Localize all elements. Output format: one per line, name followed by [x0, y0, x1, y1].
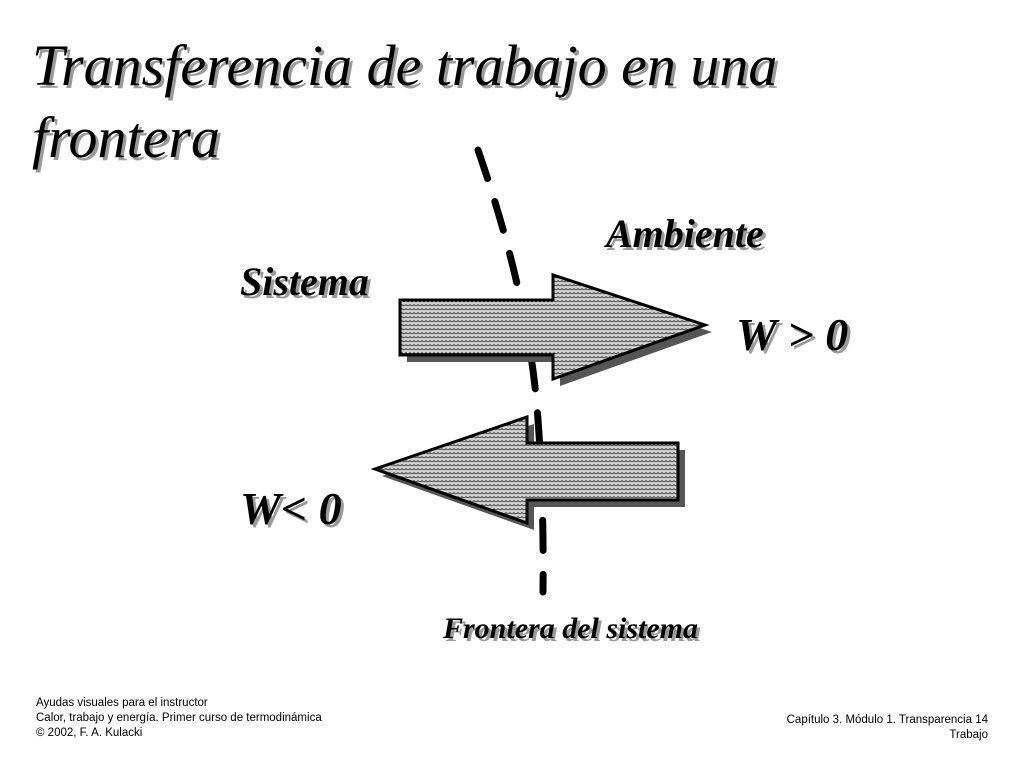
- work-positive-label: W > 0: [736, 309, 849, 360]
- right-arrow-icon: [398, 272, 712, 386]
- surroundings-label: Ambiente: [606, 211, 764, 256]
- slide-title: Transferencia de trabajo en una frontera: [32, 33, 778, 170]
- footer-line: Calor, trabajo y energía. Primer curso d…: [36, 712, 322, 724]
- work-negative-label: W< 0: [240, 483, 342, 534]
- footer-credits: Ayudas visuales para el instructor Calor…: [36, 696, 322, 741]
- system-boundary-line: [474, 146, 547, 596]
- footer-line: Ayudas visuales para el instructor: [36, 697, 208, 709]
- footer-line: © 2002, F. A. Kulacki: [36, 727, 143, 739]
- footer-line: Capítulo 3. Módulo 1. Transparencia 14: [786, 714, 988, 726]
- left-arrow-icon: [370, 414, 685, 530]
- footer-slide-info: Capítulo 3. Módulo 1. Transparencia 14 T…: [787, 713, 988, 743]
- footer-line: Trabajo: [949, 729, 988, 741]
- system-label: Sistema: [240, 259, 369, 304]
- boundary-label: Frontera del sistema: [443, 612, 699, 645]
